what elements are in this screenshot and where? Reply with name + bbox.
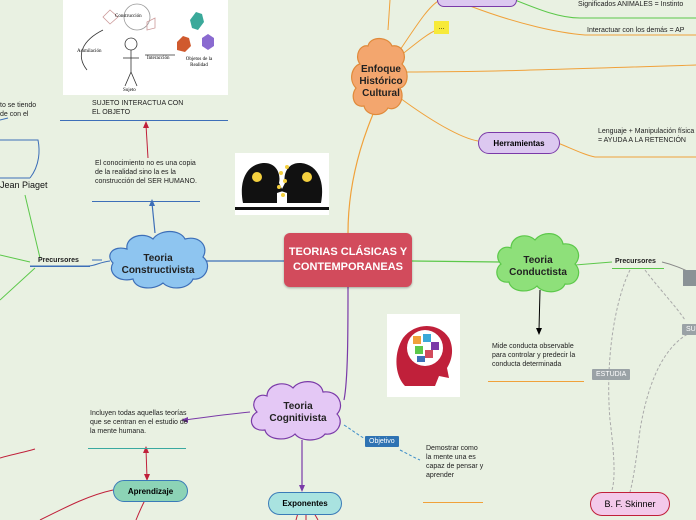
aprendizaje-pill[interactable]: Aprendizaje <box>113 480 188 502</box>
cognitivista-label: Teoria Cognitivista <box>269 401 327 424</box>
herramientas-pill[interactable]: Herramientas <box>478 132 560 154</box>
subject-note: SUJETO INTERACTUA CON EL OBJETO <box>92 100 184 116</box>
thinking-heads-image <box>235 153 329 215</box>
cloud-constructivista[interactable] <box>105 229 211 291</box>
cloud-enfoque[interactable] <box>350 34 410 118</box>
central-topic[interactable]: TEORIAS CLÁSICAS Y CONTEMPORANEAS <box>284 233 412 287</box>
enfoque-top-pill[interactable] <box>437 0 517 7</box>
conductista-note: Mide conducta observable para controlar … <box>492 343 576 368</box>
objetivo-note: Demostrar como la mente una es capaz de … <box>426 445 484 479</box>
conductista-label: Teoria Conductista <box>509 255 567 278</box>
left-cut-note: to se tiendo de con el <box>0 102 37 118</box>
cognitivista-note: Incluyen todas aquellas teorías que se c… <box>90 410 188 435</box>
skinner-pill[interactable]: B. F. Skinner <box>590 492 670 516</box>
cloud-cognitivista[interactable] <box>247 378 347 442</box>
enfoque-label: Enfoque Histórico Cultural <box>359 64 403 99</box>
constructivista-note: El conocimiento no es una copia de la re… <box>95 160 197 185</box>
precursores-constructivista[interactable]: Precursores <box>38 257 79 264</box>
herramientas-note: Lenguaje + Manipulación física = AYUDA A… <box>598 128 695 144</box>
objetivo-tag[interactable]: Objetivo <box>365 436 399 447</box>
precursores-conductista[interactable]: Precursores <box>615 258 656 265</box>
cloud-conductista[interactable] <box>493 230 583 294</box>
brain-puzzle-image <box>387 314 460 397</box>
piaget-diagram-image: Construcción Asimilación Interacción Obj… <box>63 0 228 95</box>
exponentes-pill[interactable]: Exponentes <box>268 492 342 515</box>
sus-tag[interactable]: SUS <box>682 324 696 335</box>
constructivista-label: Teoria Constructivista <box>121 253 195 276</box>
estudia-tag[interactable]: ESTUDIA <box>592 369 631 380</box>
enfoque-note-1: Significados ANIMALES = Instinto <box>578 1 684 8</box>
jean-piaget-label[interactable]: Jean Piaget <box>0 180 48 190</box>
enfoque-note-2: Interactuar con los demás = AP <box>587 27 685 34</box>
cut-node[interactable] <box>683 270 696 286</box>
enfoque-small-tag[interactable]: ... <box>434 21 449 34</box>
